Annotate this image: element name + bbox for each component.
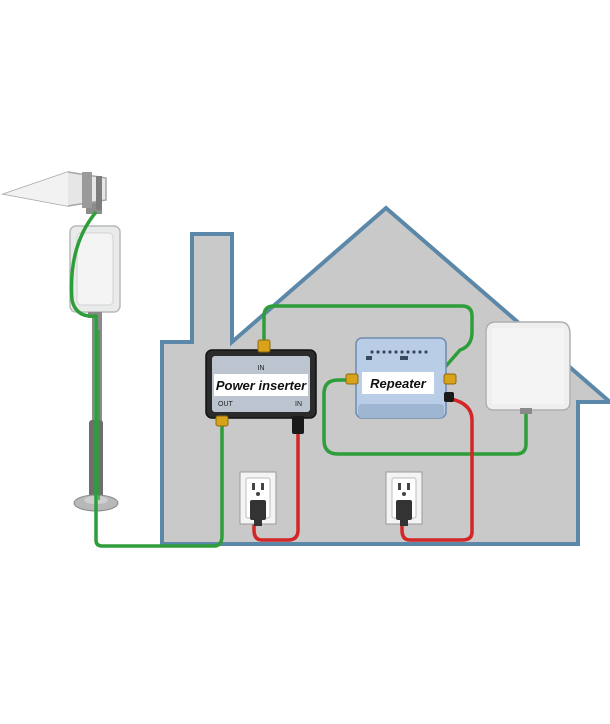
power-plug-icon <box>250 500 266 526</box>
repeater-connector-right <box>443 373 457 385</box>
port-in-top-label: IN <box>258 365 265 372</box>
wall-outlet-icon <box>385 471 423 526</box>
repeater-label: Repeater <box>370 376 427 391</box>
repeater-connector-left <box>345 373 359 385</box>
connector-out <box>215 415 229 427</box>
port-in-right-label: IN <box>295 401 302 408</box>
repeater-power-jack <box>444 392 454 402</box>
indoor-panel-antenna-icon <box>485 321 571 414</box>
connector-top <box>257 339 271 353</box>
port-out-label: OUT <box>218 401 234 408</box>
repeater-label-box <box>362 372 434 394</box>
coax-cable-outdoor <box>69 210 224 548</box>
power-jack <box>292 416 304 434</box>
yagi-antenna-icon <box>1 171 107 210</box>
outdoor-panel-antenna-icon <box>69 225 121 318</box>
power-cable-inserter <box>252 430 300 542</box>
coax-cable-repeater-link <box>322 378 528 456</box>
power-plug-icon <box>396 500 412 526</box>
power-inserter-device: Power inserter IN OUT IN <box>205 339 317 434</box>
power-inserter-label: Power inserter <box>216 378 307 393</box>
power-inserter-label-box <box>214 374 308 396</box>
repeater-device: Repeater <box>345 337 457 419</box>
power-cable-repeater <box>400 396 474 542</box>
repeater-leds <box>366 350 428 360</box>
wall-outlet-icon <box>239 471 277 526</box>
